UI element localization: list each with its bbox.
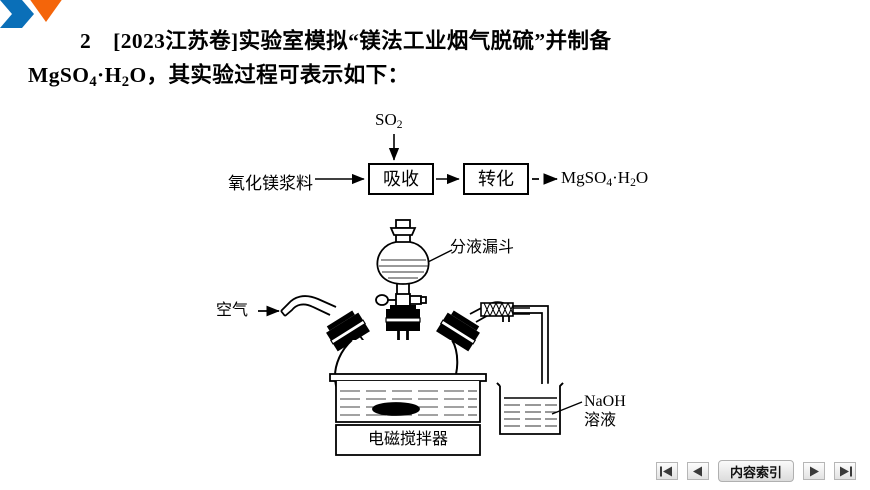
next-slide-icon [809, 466, 819, 476]
formula-dot-h: ·H [97, 63, 122, 87]
product-mgso: MgSO [561, 168, 607, 187]
rubber-tube-connector [480, 302, 514, 317]
stir-bar [372, 402, 420, 416]
last-slide-icon [839, 466, 852, 476]
previous-slide-button[interactable] [686, 462, 709, 480]
formula-mgso: MgSO [28, 63, 90, 87]
label-beaker-naoh: NaOH 溶液 [584, 392, 626, 430]
question-line-two: MgSO4·H2O，其实验过程可表示如下： [28, 58, 840, 99]
flow-box-convert: 转化 [463, 163, 529, 195]
center-neck-joint [385, 305, 421, 331]
flow-box-absorb: 吸收 [368, 163, 434, 195]
experimental-apparatus-diagram: 分液漏斗 空气 电磁搅拌器 NaOH 溶液 [0, 210, 870, 460]
first-slide-button[interactable] [655, 462, 678, 480]
so2-sub: 2 [396, 118, 403, 132]
beaker [496, 382, 564, 435]
product-sub-4: 4 [606, 176, 613, 190]
last-slide-button[interactable] [834, 462, 856, 480]
formula-sub-4: 4 [89, 74, 98, 91]
flow-input-label: 氧化镁浆料 [228, 174, 313, 193]
formula-sub-2: 2 [121, 74, 130, 91]
slide-navigation-bar[interactable]: 内容索引 [655, 460, 856, 482]
flow-product-label: MgSO4·H2O [561, 168, 648, 189]
label-magnetic-stirrer: 电磁搅拌器 [367, 431, 448, 448]
label-naoh-line1: NaOH [584, 393, 626, 410]
process-flowchart: SO2 氧化镁浆料 吸收 转化 MgSO4·H2O [0, 104, 870, 209]
question-line-one-text: [2023江苏卷]实验室模拟“镁法工业烟气脱硫”并制备 [113, 29, 612, 53]
previous-slide-icon [693, 466, 703, 476]
first-slide-icon [660, 466, 673, 476]
separating-funnel [375, 219, 430, 340]
right-neck-joint [436, 310, 480, 352]
label-separating-funnel: 分液漏斗 [450, 239, 515, 256]
leader-line-funnel [427, 249, 453, 263]
product-o: O [635, 168, 649, 187]
so2-main: SO [375, 110, 397, 129]
leader-line-beaker [551, 401, 583, 415]
left-neck-joint [326, 310, 370, 352]
flow-gas-label-so2: SO2 [375, 110, 403, 131]
content-index-button[interactable]: 内容索引 [717, 460, 794, 482]
product-formula-mgso4h2o: MgSO4·H2O [28, 63, 147, 91]
magnetic-stirrer-box [335, 424, 481, 456]
product-dot-h: ·H [612, 168, 631, 187]
air-inlet-tube [280, 295, 337, 317]
product-sub-2: 2 [630, 176, 636, 190]
question-text-block: 2[2023江苏卷]实验室模拟“镁法工业烟气脱硫”并制备 MgSO4·H2O，其… [28, 24, 840, 99]
question-number: 2 [80, 29, 92, 53]
apparatus-svg [258, 219, 583, 456]
label-naoh-line2: 溶液 [584, 412, 617, 429]
question-line-one: 2 [2023江苏卷]实验室模拟“镁法工业烟气脱硫”并制备 [28, 24, 840, 58]
flowchart-arrows [315, 134, 558, 185]
formula-o: O [129, 63, 147, 87]
orange-triangle-shape [30, 0, 62, 22]
question-line-two-text: ，其实验过程可表示如下： [146, 63, 410, 87]
next-slide-button[interactable] [803, 462, 825, 480]
label-air-inlet: 空气 [216, 302, 249, 319]
